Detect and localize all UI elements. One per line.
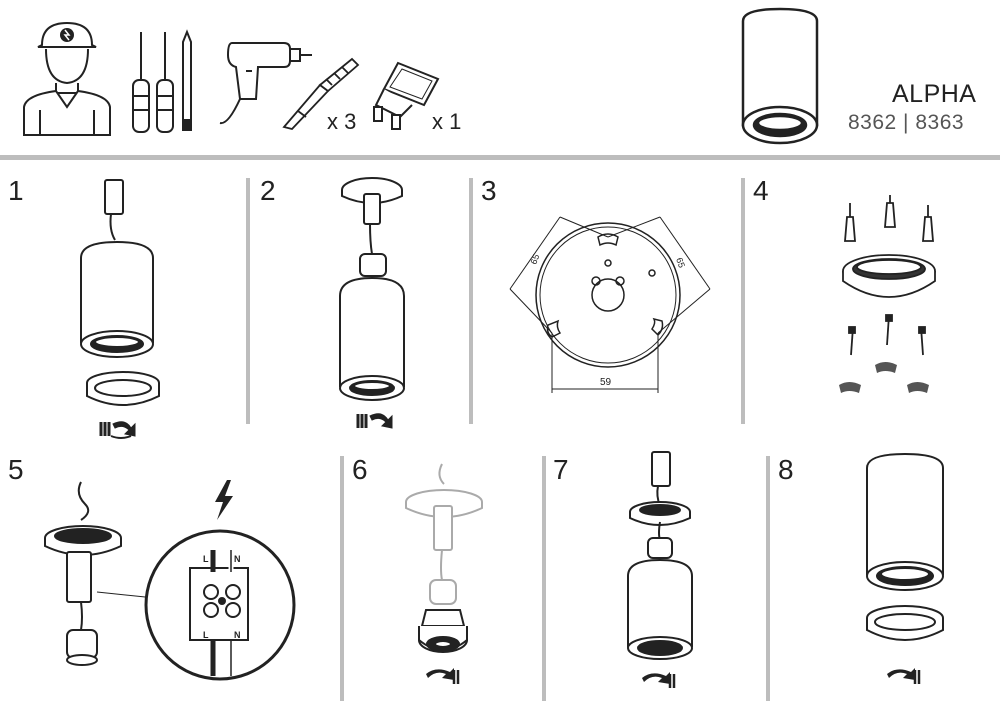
wire-label-l: L [203,630,209,640]
electric-hazard-icon [215,480,233,520]
step-divider [741,178,745,424]
rotate-arrow-icon [426,668,460,684]
wire-label-l: L [203,554,209,564]
rotate-arrow-icon [356,413,393,429]
drill-icon [219,42,312,125]
attach-ring-icon [866,452,944,684]
remove-body-icon [339,177,405,429]
rotate-arrow-icon [887,668,921,684]
wall-plug-quantity: x 3 [327,109,357,134]
wiring-icon: L N L N [44,480,296,681]
rotate-arrow-icon [642,672,676,688]
dimension-label: 59 [600,377,612,388]
product-lamp-icon [741,7,819,145]
step-number: 6 [352,454,368,485]
step-divider [246,178,250,424]
remove-ring-icon [80,179,160,439]
step-number: 3 [481,175,497,206]
mounting-plate-dimensions-icon: 65 65 59 [509,216,711,393]
step-number: 5 [8,454,24,485]
screwdrivers-icon [132,29,192,133]
tools-header: x 3 x 1 ALPHA 8362 | 8363 [0,0,1000,160]
dimension-label: 65 [528,253,541,266]
step-number: 2 [260,175,276,206]
bulb-quantity: x 1 [432,109,462,134]
step-number: 7 [553,454,569,485]
step-divider [340,456,344,701]
step-number: 1 [8,175,24,206]
step-divider [469,178,473,424]
step-number: 8 [778,454,794,485]
product-name: ALPHA [892,80,977,108]
step-divider [766,456,770,701]
fix-plate-screws-icon [839,195,936,393]
step-number: 4 [753,175,769,206]
electrician-icon [23,21,111,136]
insert-bulb-icon [405,463,483,684]
gu10-bulb-icon [373,61,440,130]
dimension-label: 65 [674,256,687,269]
wire-label-n: N [234,630,241,640]
step-divider [542,456,546,701]
wire-label-n: N [234,554,241,564]
wall-plug-screw-icon [282,57,360,131]
screw-rotate-icon [839,362,929,393]
product-codes: 8362 | 8363 [848,111,965,134]
rotate-arrow-icon [99,421,136,439]
attach-body-icon [627,451,693,688]
